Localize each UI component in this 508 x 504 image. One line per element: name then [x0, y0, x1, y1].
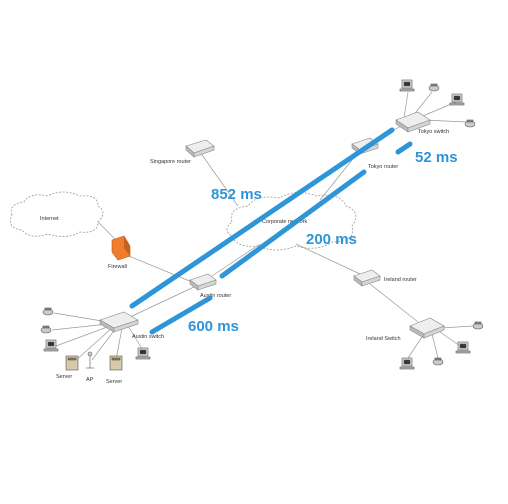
- ireland-router: Ireland router: [353, 269, 417, 287]
- ireland-endpoints: [399, 321, 484, 370]
- workstation-icon: [449, 93, 465, 106]
- austin-router: Austin router: [189, 273, 231, 299]
- access-point-icon: [86, 351, 94, 369]
- phone-icon: [464, 119, 476, 128]
- workstation-icon: [399, 79, 415, 92]
- server-icon: [109, 355, 123, 371]
- latency-path-200: [219, 169, 367, 279]
- latency-600-label: 600 ms: [188, 318, 239, 335]
- tokyo-endpoints: [399, 79, 476, 128]
- network-links: [51, 91, 475, 363]
- tokyo-switch: Tokyo switch: [395, 111, 449, 135]
- singapore-router-label: Singapore router: [150, 159, 191, 165]
- corporate-network-label: Corporate network: [262, 219, 307, 225]
- latency-path-52: [395, 141, 413, 155]
- latency-labels: 852 ms 52 ms 200 ms 600 ms: [188, 149, 458, 335]
- workstation-icon: [43, 339, 59, 352]
- ireland-switch: Ireland Switch: [366, 317, 445, 342]
- tokyo-router-label: Tokyo router: [368, 164, 398, 170]
- firewall-label: Firewall: [108, 264, 127, 270]
- internet-cloud: Internet: [9, 191, 104, 237]
- server-left-label: Server: [56, 374, 72, 380]
- latency-path-600: [149, 295, 213, 335]
- server-icon: [65, 355, 79, 371]
- ireland-router-label: Ireland router: [384, 277, 417, 283]
- phone-icon: [42, 307, 54, 316]
- ireland-switch-label: Ireland Switch: [366, 336, 401, 342]
- singapore-router: Singapore router: [150, 139, 215, 165]
- left-endpoints: [40, 307, 151, 371]
- latency-paths: [129, 127, 413, 335]
- austin-switch: Austin switch: [99, 311, 164, 340]
- phone-icon: [40, 325, 52, 334]
- phone-icon: [432, 357, 444, 366]
- ap-label: AP: [86, 377, 94, 383]
- firewall-icon: Firewall: [108, 235, 131, 270]
- latency-200-label: 200 ms: [306, 231, 357, 248]
- phone-icon: [428, 83, 440, 92]
- internet-label: Internet: [40, 216, 59, 222]
- austin-router-label: Austin router: [200, 293, 231, 299]
- workstation-icon: [455, 341, 471, 354]
- workstation-icon: [399, 357, 415, 370]
- workstation-icon: [135, 347, 151, 360]
- austin-switch-label: Austin switch: [132, 334, 164, 340]
- corporate-network-cloud: Corporate network: [226, 192, 357, 251]
- latency-52-label: 52 ms: [415, 149, 458, 166]
- latency-852-label: 852 ms: [211, 186, 262, 203]
- tokyo-switch-label: Tokyo switch: [418, 129, 449, 135]
- latency-path-852: [129, 127, 395, 309]
- phone-icon: [472, 321, 484, 330]
- server-right-label: Server: [106, 379, 122, 385]
